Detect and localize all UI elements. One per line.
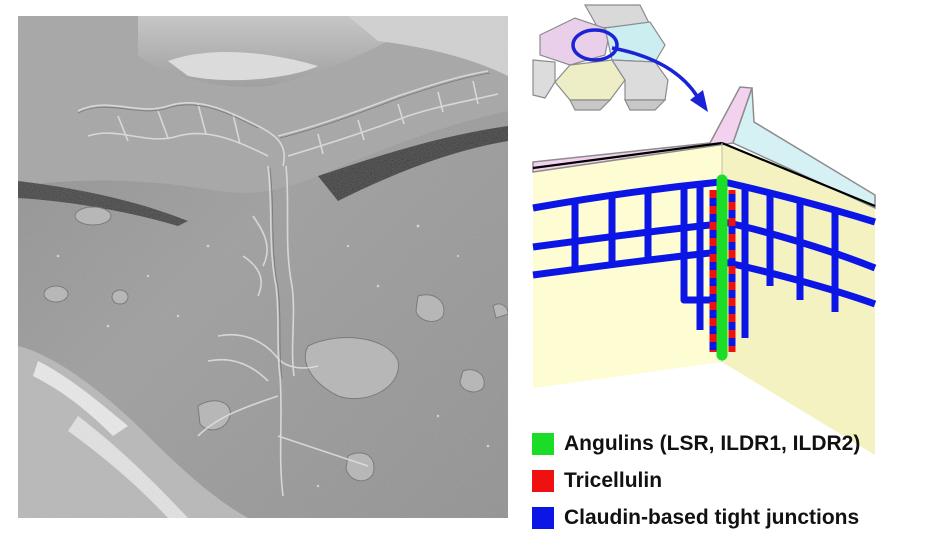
freeze-fracture-micrograph bbox=[18, 16, 508, 518]
legend-label: Claudin-based tight junctions bbox=[564, 505, 860, 529]
claudin-swatch bbox=[532, 506, 554, 529]
legend-label: Angulins (LSR, ILDR1, ILDR2) bbox=[564, 431, 861, 455]
tricellular-contact-highlight bbox=[571, 28, 619, 62]
tricellulin-swatch bbox=[532, 469, 554, 492]
angulins-swatch bbox=[532, 432, 554, 455]
legend: Angulins (LSR, ILDR1, ILDR2) Tricellulin… bbox=[532, 425, 860, 536]
legend-item-claudin: Claudin-based tight junctions bbox=[532, 499, 860, 536]
tricellular-junction-schematic bbox=[532, 4, 877, 455]
legend-label: Tricellulin bbox=[564, 468, 663, 492]
legend-item-angulins: Angulins (LSR, ILDR1, ILDR2) bbox=[532, 425, 860, 462]
tricellulin-column bbox=[709, 190, 736, 352]
legend-item-tricellulin: Tricellulin bbox=[532, 462, 860, 499]
claudin-strand-network bbox=[532, 178, 877, 338]
zoom-arrow-icon bbox=[611, 46, 699, 97]
